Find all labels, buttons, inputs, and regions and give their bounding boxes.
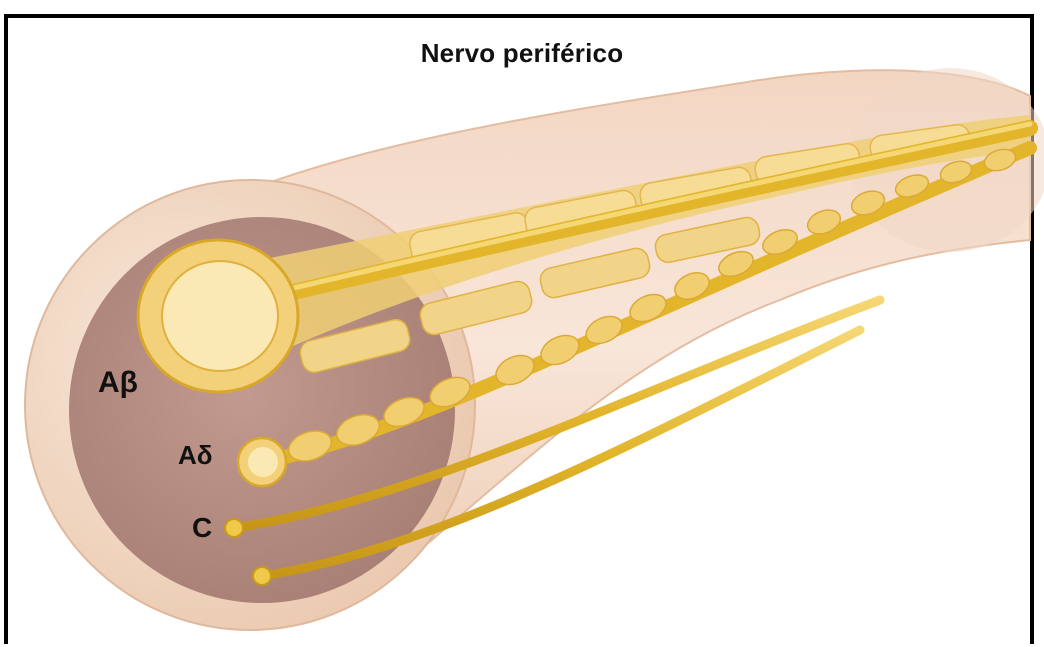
label-a-beta: Aβ <box>98 366 138 400</box>
diagram-title: Nervo periférico <box>0 38 1044 69</box>
label-c: C <box>192 512 212 544</box>
label-a-delta: Aδ <box>178 440 213 471</box>
